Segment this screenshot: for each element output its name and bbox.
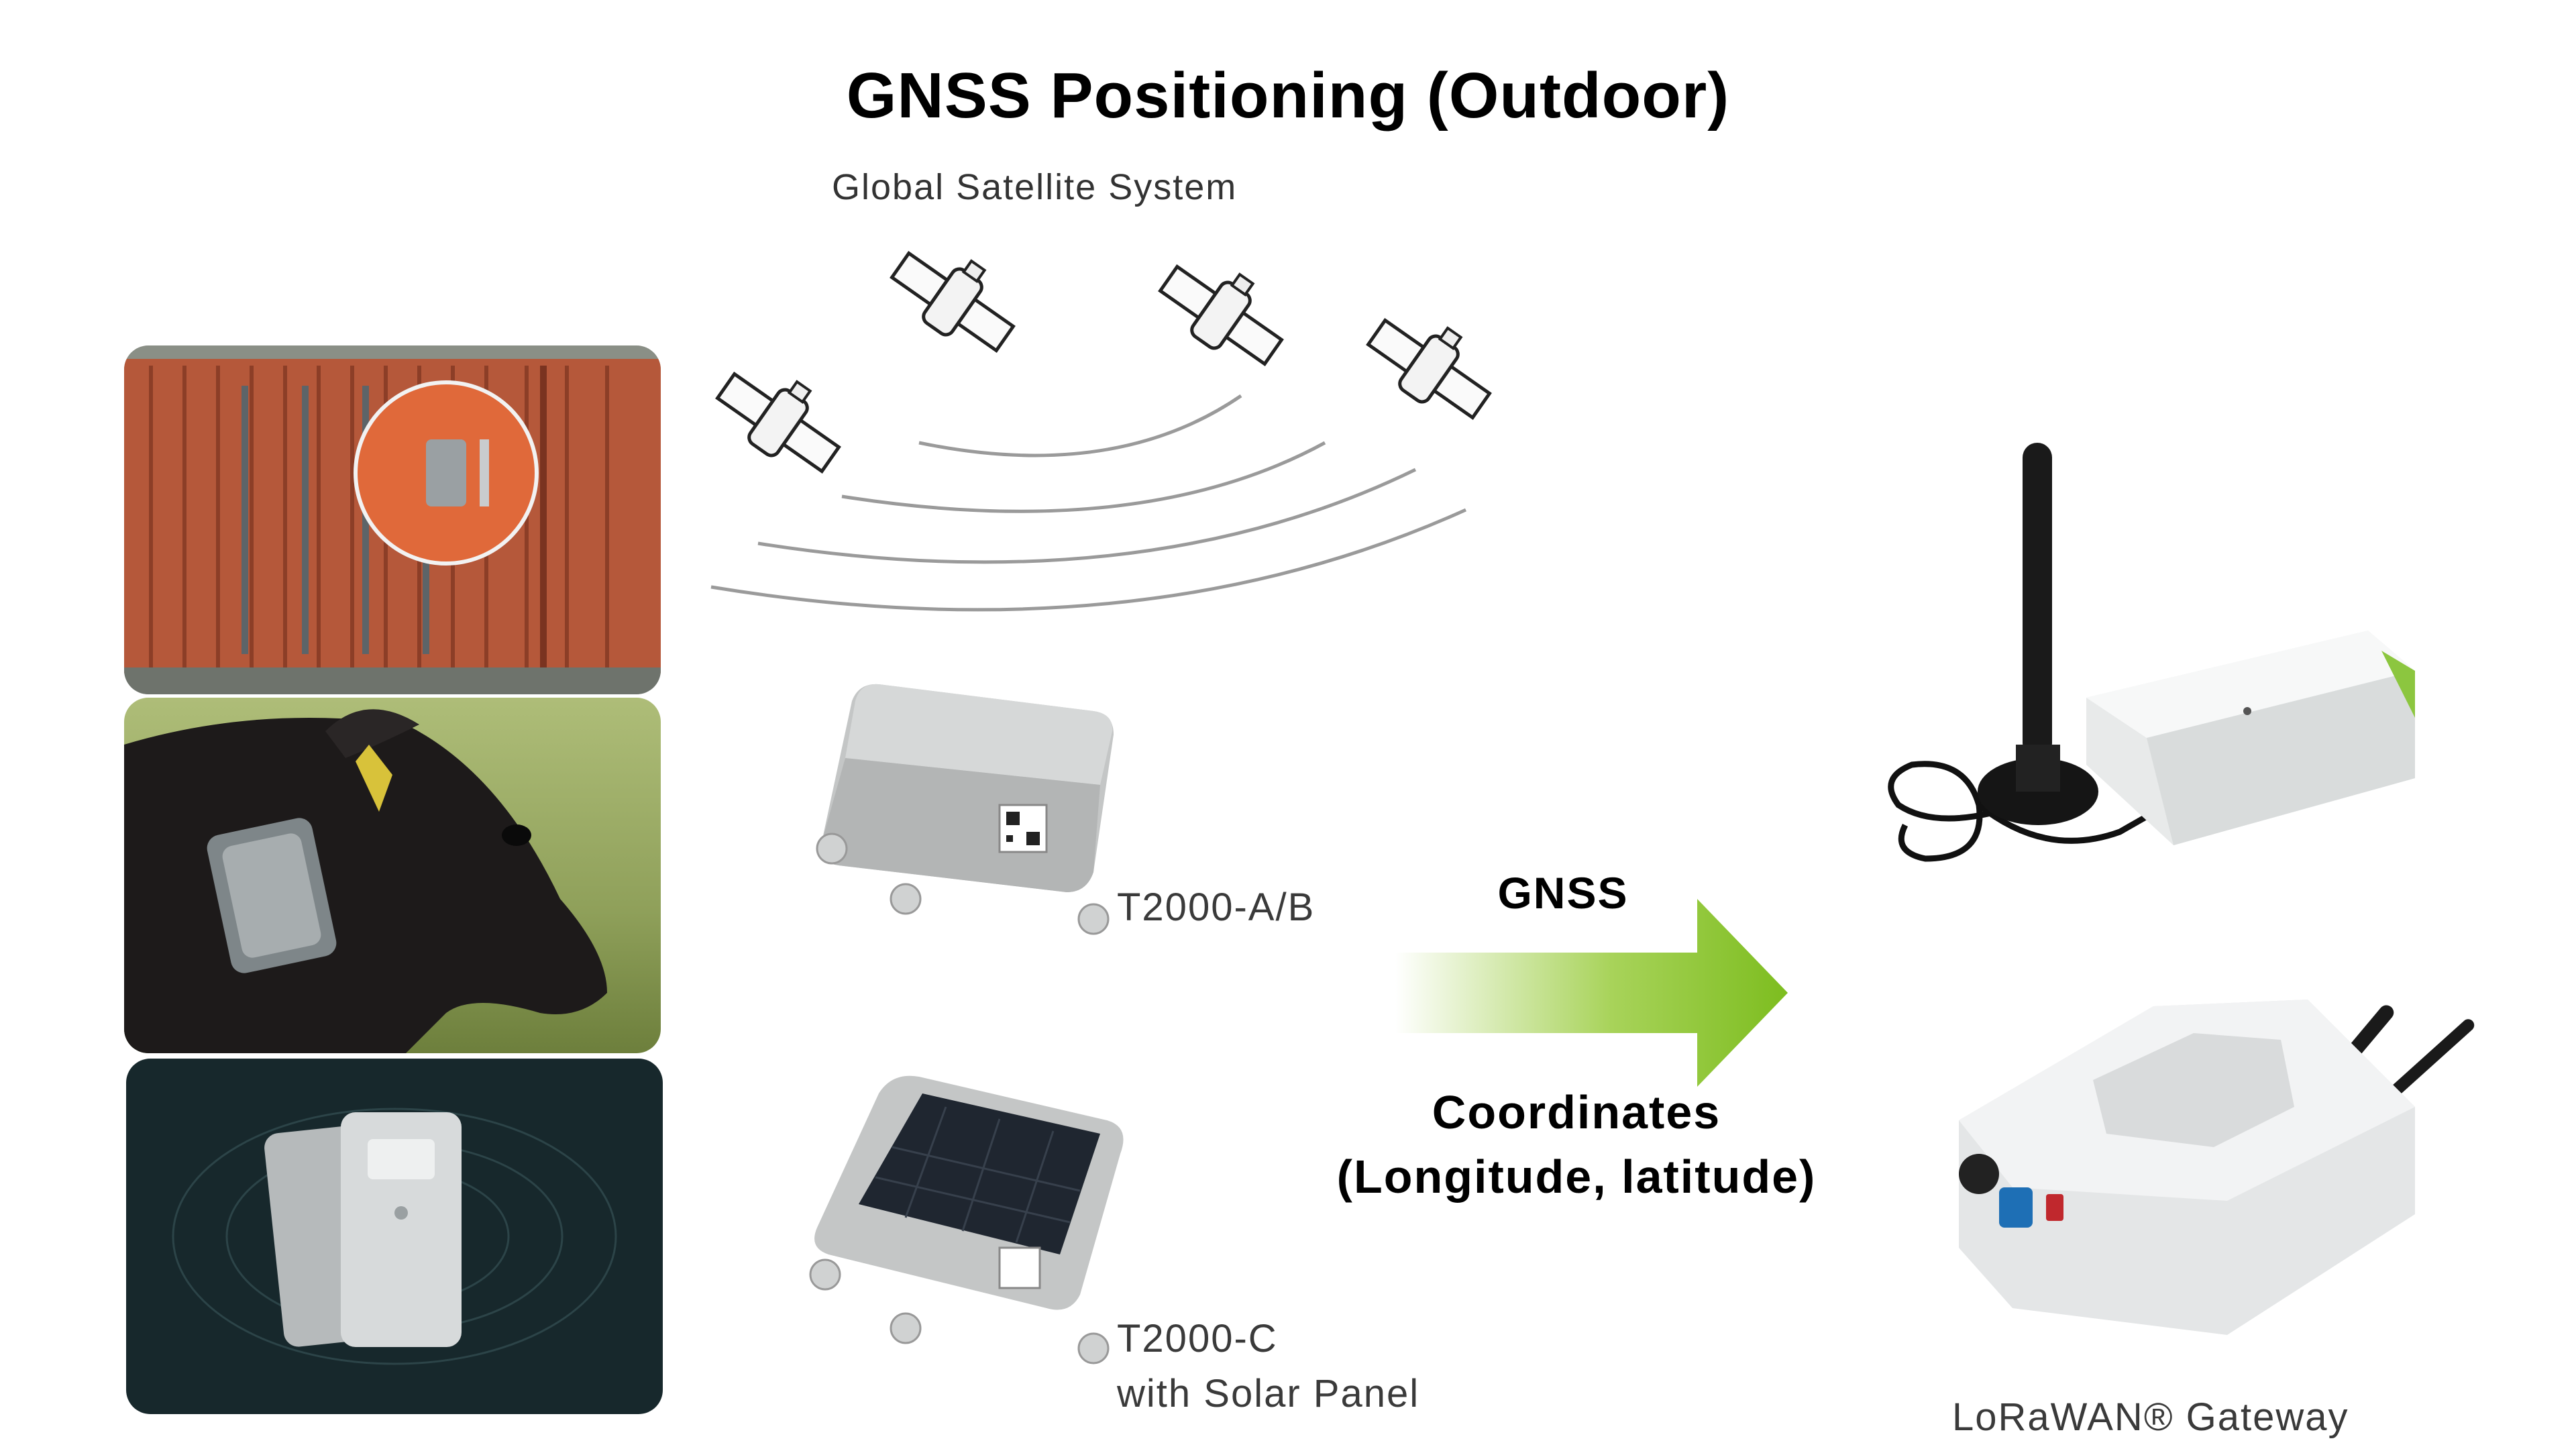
satellite-icon (1158, 264, 1284, 366)
longitude-latitude-label: (Longitude, latitude) (1336, 1150, 1817, 1203)
signal-arcs (710, 394, 1467, 612)
device-t2000-c-label: T2000-C with Solar Panel (1117, 1311, 1419, 1421)
satellite-system-label: Global Satellite System (832, 167, 1238, 207)
satellite-icon (715, 372, 841, 474)
indoor-gateway-image (1888, 443, 2415, 862)
arrow-bottom-label: Coordinates (Longitude, latitude) (1275, 1080, 1878, 1209)
outdoor-gateway-image (1959, 1000, 2475, 1335)
satellite-illustration (710, 251, 1492, 612)
device-t2000-ab-image (816, 684, 1114, 935)
device-t2000-c-name: T2000-C (1117, 1317, 1278, 1360)
gateway-label: LoRaWAN® Gateway (1952, 1395, 2349, 1439)
cow-photo (124, 698, 661, 1053)
gnss-arrow (1395, 899, 1788, 1087)
device-t2000-ab-label: T2000-A/B (1117, 885, 1316, 929)
container-photo (124, 345, 661, 694)
coordinates-label: Coordinates (1432, 1086, 1721, 1138)
satellite-icon (1366, 318, 1492, 420)
device-t2000-c-subtitle: with Solar Panel (1117, 1372, 1420, 1415)
arrow-top-label: GNSS (1497, 868, 1629, 918)
page-title: GNSS Positioning (Outdoor) (846, 60, 1730, 131)
satellite-icon (890, 251, 1016, 353)
device-t2000-c-image (809, 1075, 1124, 1364)
device-render-panel (126, 1059, 663, 1414)
